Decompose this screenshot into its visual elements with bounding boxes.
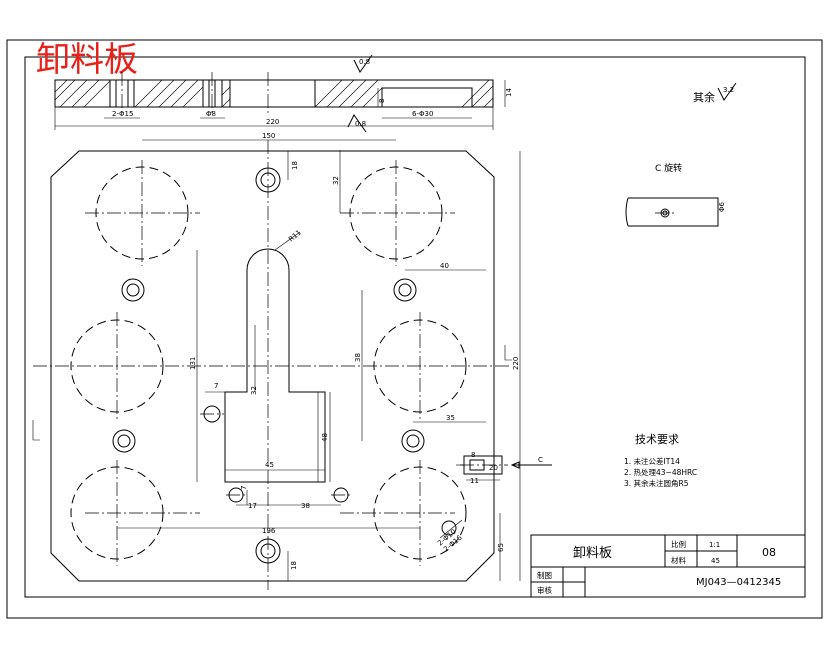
dim-bottom-right-h: 65 [497, 543, 505, 552]
dim-bottom-center-h: 18 [290, 561, 298, 570]
dim-right-mid: 35 [446, 414, 455, 422]
dim-slot-height: 131 [189, 357, 197, 370]
dim-bottom-span: 196 [262, 527, 276, 535]
title-drawn-label: 制图 [537, 570, 552, 580]
roughness-top: 0.8 [359, 58, 370, 66]
side-small-2: 11 [470, 477, 479, 485]
title-material-label: 材料 [671, 555, 686, 565]
other-roughness-label: 其余 [693, 90, 715, 104]
dim-mid-b: 32 [250, 386, 258, 395]
dim-lower-height: 48 [321, 433, 329, 442]
dim-bottom-mid: 38 [301, 502, 310, 510]
dim-overall-length: 220 [266, 118, 279, 126]
tech-item-2: 2. 热处理43~48HRC [624, 467, 697, 477]
watermark-title: 卸料板 [36, 40, 138, 80]
title-checked-label: 审核 [537, 585, 552, 595]
counterbore-hole [112, 167, 425, 564]
dim-holes-left: 2-Φ15 [112, 110, 133, 118]
dim-mid-a: 38 [354, 353, 362, 362]
dim-top-offset: 18 [291, 161, 299, 170]
dashed-circle-top-left [95, 166, 189, 260]
tech-title: 技术要求 [635, 433, 679, 446]
dashed-circle-mid-right [373, 319, 467, 413]
plan-view: 150 18 32 220 R11 40 131 38 32 7 35 48 4… [32, 132, 521, 590]
side-label-c: C [538, 456, 543, 464]
central-slot [224, 248, 326, 483]
dim-top-right-small: 32 [332, 176, 340, 185]
section-view: 0.8 0.8 220 14 2-Φ15 Φ8 8 6-Φ30 [54, 54, 513, 133]
dim-hole-mid: Φ8 [206, 110, 216, 118]
side-small-3: 20 [489, 464, 498, 472]
c-rotated-detail: C 旋转 Φ6 [625, 162, 726, 227]
roughness-bottom: 0.8 [355, 120, 366, 128]
title-scale-label: 比例 [671, 539, 686, 549]
plate-outline [50, 150, 495, 582]
dim-slot-width: 6-Φ30 [412, 110, 433, 118]
dashed-circle-bottom-right [373, 466, 467, 560]
side-small-1: 8 [471, 451, 475, 459]
dim-top-span: 150 [262, 132, 275, 140]
dashed-circle-top-right [349, 166, 443, 260]
dim-thickness: 14 [505, 88, 513, 97]
dashed-circle-mid-left [70, 319, 164, 413]
inner-frame [24, 56, 806, 598]
tech-item-3: 3. 其余未注圆角R5 [624, 478, 689, 488]
title-part-name: 卸料板 [573, 545, 612, 561]
title-material-value: 45 [711, 557, 720, 565]
other-roughness-value: 3.2 [723, 86, 734, 94]
c-rotated-label: C 旋转 [655, 162, 682, 174]
dim-radius: R11 [287, 229, 303, 244]
dim-bottom-small: 7 [240, 486, 248, 490]
dashed-circle-bottom-left [70, 466, 164, 560]
pin-hole [441, 520, 457, 536]
tech-requirements: 技术要求 1. 未注公差IT14 2. 热处理43~48HRC 3. 其余未注圆… [624, 433, 697, 488]
title-scale-value: 1:1 [709, 541, 720, 549]
dim-left-small: 7 [214, 382, 218, 390]
dim-slot-bottom: 45 [265, 461, 274, 469]
dim-bottom-left: 17 [248, 502, 257, 510]
roughness-symbol [717, 82, 737, 101]
dim-overall-width: 220 [512, 357, 520, 370]
title-drawing-number: MJ043—0412345 [696, 577, 781, 588]
tech-item-1: 1. 未注公差IT14 [624, 456, 680, 466]
dim-slot-depth: 8 [378, 99, 386, 103]
c-rotated-dim: Φ6 [718, 201, 726, 212]
title-sheet-number: 08 [762, 546, 776, 559]
dim-right-offset: 40 [440, 262, 449, 270]
title-block: 卸料板 比例 1:1 材料 45 08 制图 审核 MJ043—0412345 [530, 534, 806, 598]
outer-frame [6, 39, 823, 619]
side-detail: C 8 11 20 [456, 451, 552, 485]
